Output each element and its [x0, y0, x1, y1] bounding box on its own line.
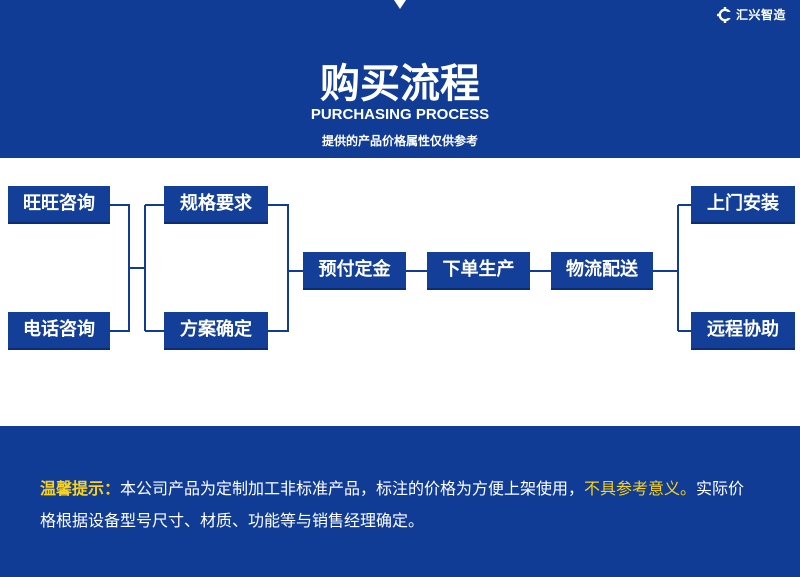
notice-text: 温馨提示：本公司产品为定制加工非标准产品，标注的价格为方便上架使用，不具参考意义… [40, 473, 760, 537]
notice-text-part2: 实际价格根据设备型号尺寸、材质、功能等与销售经理确定。 [40, 479, 745, 530]
notice-highlight: 不具参考意义。 [584, 479, 697, 498]
flow-box-remote: 远程协助 [691, 312, 795, 350]
notice-label: 温馨提示： [40, 479, 121, 498]
flow-connectors [110, 204, 691, 332]
flow-box-phone: 电话咨询 [8, 312, 110, 350]
flow-box-spec: 规格要求 [164, 186, 268, 224]
page-subtitle: PURCHASING PROCESS [310, 106, 490, 123]
down-arrow-icon [394, 0, 406, 9]
flow-box-installation: 上门安装 [691, 186, 795, 224]
flow-box-deposit: 预付定金 [303, 252, 406, 290]
flow-box-wangwang: 旺旺咨询 [8, 186, 110, 224]
page-tagline: 提供的产品价格属性仅供参考 [321, 134, 478, 148]
flow-box-logistics: 物流配送 [551, 252, 653, 290]
gear-icon [716, 6, 733, 23]
flow-box-plan: 方案确定 [164, 312, 268, 350]
brand-logo: 汇兴智造 [716, 6, 786, 23]
brand-name: 汇兴智造 [735, 8, 786, 22]
page-title: 购买流程 [320, 61, 480, 107]
flow-box-production: 下单生产 [427, 252, 530, 290]
notice-band [0, 426, 800, 577]
notice-text-part1: 本公司产品为定制加工非标准产品，标注的价格为方便上架使用， [120, 479, 585, 498]
header-band [0, 0, 800, 158]
